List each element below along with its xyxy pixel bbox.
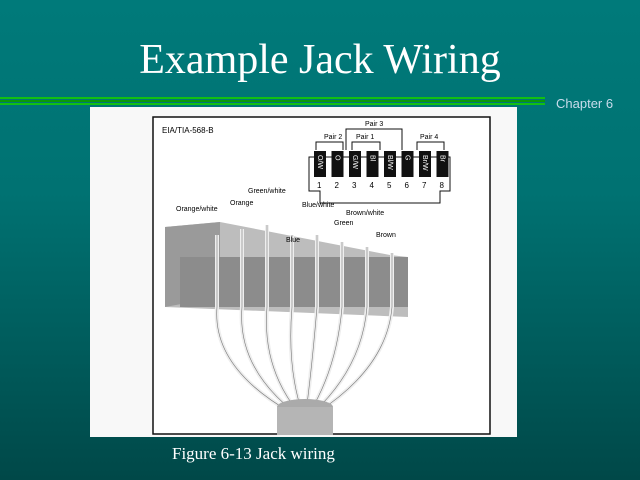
pin-slot bbox=[419, 151, 431, 177]
divider-line bbox=[0, 103, 545, 105]
pin-code: G bbox=[404, 155, 411, 160]
figure-caption: Figure 6-13 Jack wiring bbox=[172, 444, 335, 463]
pair-label: Pair 3 bbox=[365, 121, 383, 128]
wire-label: Green bbox=[334, 220, 354, 227]
pin-code: Bl/W bbox=[386, 155, 393, 170]
pin-slot bbox=[384, 151, 396, 177]
pin-number: 3 bbox=[352, 181, 357, 190]
wire-label: Blue bbox=[286, 237, 300, 244]
pin-number: 5 bbox=[387, 181, 392, 190]
pin-slot bbox=[349, 151, 361, 177]
pin-slot bbox=[401, 151, 414, 177]
pin-slot bbox=[314, 151, 326, 177]
pin-code: Br bbox=[439, 155, 446, 163]
pin-slot bbox=[331, 151, 344, 177]
pin-code: G/W bbox=[351, 155, 358, 169]
pair-label: Pair 2 bbox=[324, 134, 342, 141]
wire-label: Orange bbox=[230, 200, 253, 207]
wire-label: Blue/white bbox=[302, 202, 334, 209]
pin-number: 6 bbox=[405, 181, 410, 190]
pair-label: Pair 4 bbox=[420, 134, 438, 141]
cable-jacket bbox=[277, 407, 333, 435]
chapter-label: Chapter 6 bbox=[556, 96, 614, 111]
wire-label: Brown/white bbox=[346, 210, 384, 217]
pin-number: 1 bbox=[317, 181, 322, 190]
slide-title: Example Jack Wiring bbox=[139, 37, 501, 83]
jack-wiring-figure: EIA/TIA-568-B Pair 2 Pair 1 Pair 3 Pair … bbox=[90, 107, 517, 437]
wire-label: Orange/white bbox=[176, 206, 218, 213]
pair-label: Pair 1 bbox=[356, 134, 374, 141]
pin-code: O bbox=[334, 155, 341, 161]
wire-label: Green/white bbox=[248, 188, 286, 195]
wire-label: Brown bbox=[376, 232, 396, 239]
pin-number: 2 bbox=[335, 181, 340, 190]
divider-line bbox=[0, 97, 545, 99]
pin-code: Bl bbox=[369, 155, 376, 162]
pin-code: O/W bbox=[316, 155, 323, 169]
pin-number: 8 bbox=[440, 181, 445, 190]
pin-code: Br/W bbox=[421, 155, 428, 171]
pin-number: 7 bbox=[422, 181, 427, 190]
pin-slot bbox=[366, 151, 379, 177]
divider-line bbox=[0, 100, 545, 102]
pin-number: 4 bbox=[370, 181, 375, 190]
standard-label: EIA/TIA-568-B bbox=[162, 126, 214, 135]
pin-slot bbox=[436, 151, 449, 177]
